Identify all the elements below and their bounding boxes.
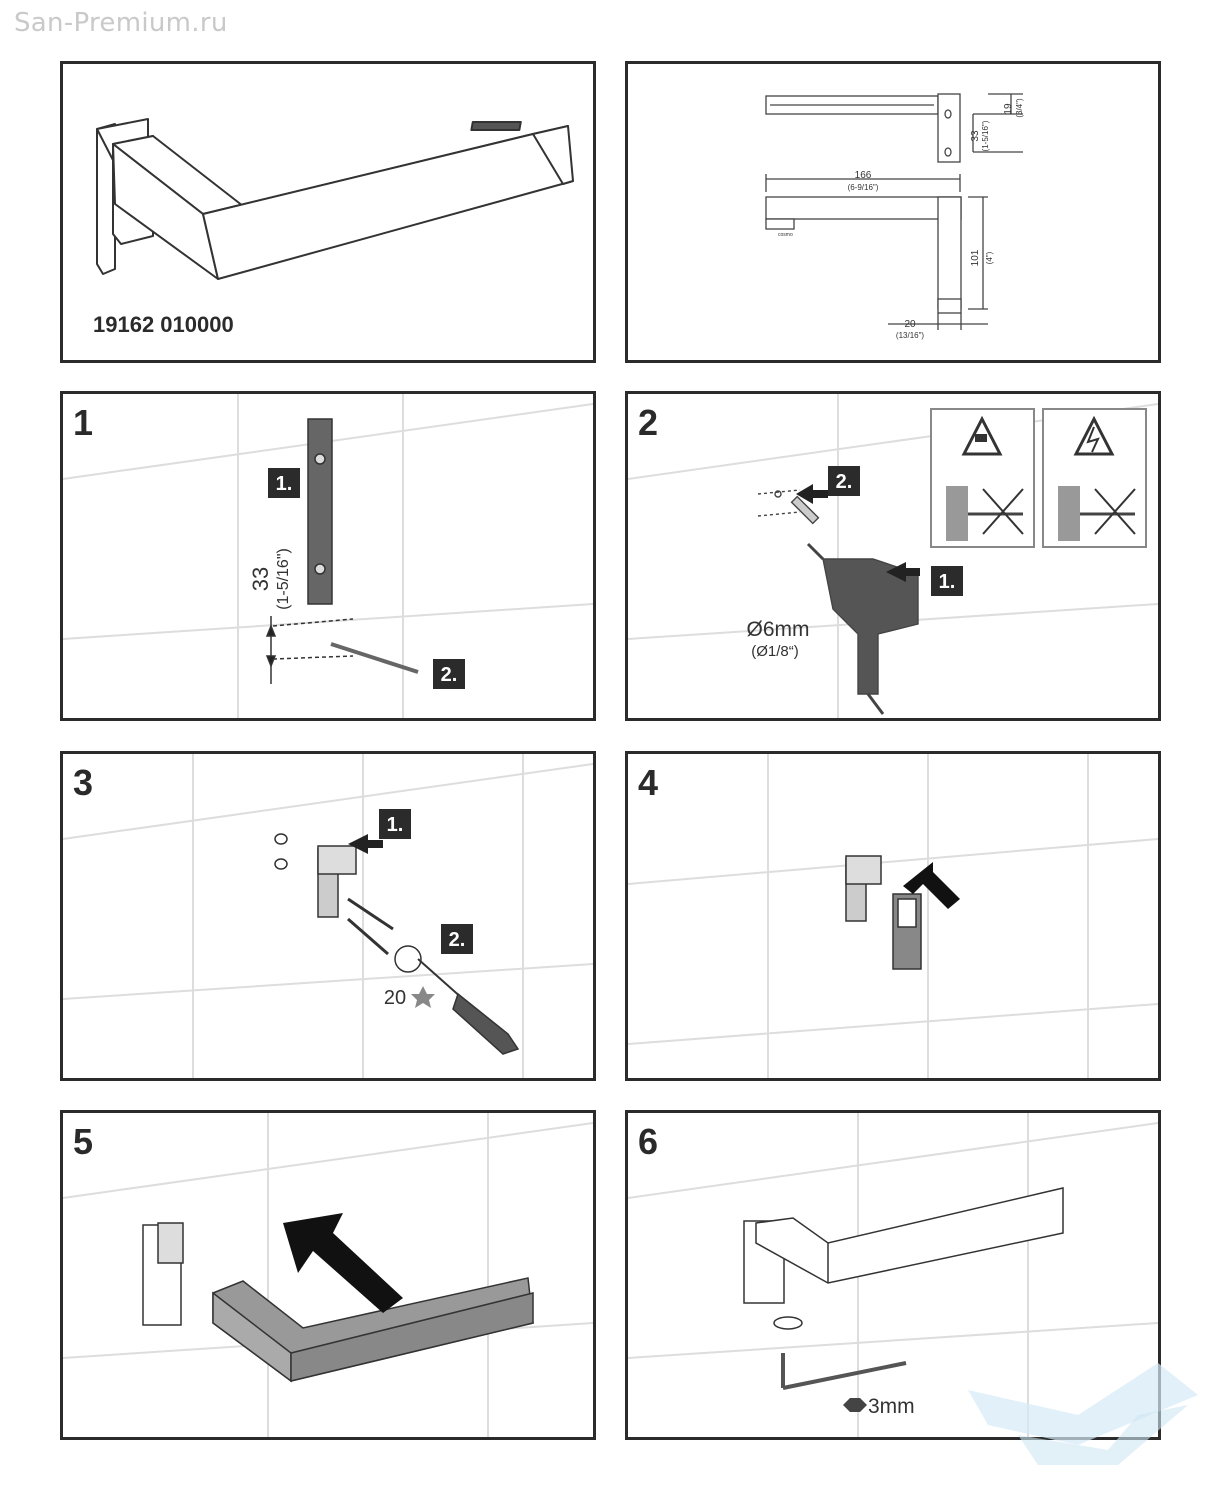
tile-grid: [628, 1113, 1158, 1437]
step-tag-1: [931, 566, 963, 596]
step-number: 4: [638, 762, 659, 803]
hex-size: 3mm: [868, 1395, 915, 1418]
step-tag-2: [433, 659, 465, 689]
step-tag-2: [828, 466, 860, 496]
arrow-1: [886, 562, 920, 582]
step-number: 3: [73, 762, 94, 803]
drill-size: Ø6mm: [747, 618, 810, 641]
step-5-panel: 5: [60, 1110, 596, 1440]
product-number: 19162 010000: [93, 312, 234, 337]
push-arrow: [903, 862, 960, 909]
dim-19: 19: [1003, 103, 1014, 115]
step-tag-1-label: 1.: [939, 571, 956, 593]
step-tag-1: [379, 809, 411, 839]
step-5-illustration: [63, 1113, 593, 1437]
step-6-illustration: 3mm: [628, 1113, 1158, 1437]
dim-101: 101: [970, 249, 981, 266]
dim-101-in: (4"): [985, 251, 994, 264]
site-watermark: San-Premium.ru: [14, 8, 228, 38]
step-4-illustration: [628, 754, 1158, 1078]
step-tag-2-label: 2.: [836, 471, 853, 493]
step-tag-1: [268, 468, 300, 498]
arrow-2: [796, 484, 828, 504]
step-number: 1: [73, 402, 94, 443]
step-4-panel: 4: [625, 751, 1161, 1081]
drill: [822, 558, 919, 695]
product-illustration: [96, 118, 574, 280]
dim-166: 166: [855, 170, 872, 181]
torx-size: 20: [384, 987, 406, 1009]
step-number: 5: [73, 1121, 94, 1162]
dim-33-label: 33: [248, 567, 273, 591]
step-2-illustration: 2. 1. Ø6mm (Ø1/8“): [628, 394, 1158, 718]
torx-icon: [411, 986, 435, 1008]
step-3-illustration: 1. 2. 20: [63, 754, 593, 1078]
dim-20-in: (13/16"): [896, 331, 925, 340]
water-pipe-warning-icon: [930, 408, 1035, 548]
step-number: 6: [638, 1121, 659, 1162]
step-tag-2: [441, 924, 473, 954]
tile-grid: [628, 754, 1158, 1078]
dim-33-in: (1-5/16"): [981, 120, 990, 151]
brand-mark: cosmo: [778, 232, 793, 238]
step-1-panel: 1 1. 2. 33 (1-5/16"): [60, 391, 596, 721]
step-3-panel: 3 1. 2. 20: [60, 751, 596, 1081]
tile-grid: [63, 754, 593, 1078]
screwdriver: [452, 992, 520, 1055]
step-tag-1-label: 1.: [387, 814, 404, 836]
shop-logo-watermark: [968, 1363, 1198, 1465]
drill-size-in: (Ø1/8“): [751, 643, 799, 660]
hex-key: [782, 1361, 907, 1390]
step-1-illustration: 1. 2. 33 (1-5/16"): [63, 394, 593, 718]
step-number: 2: [638, 402, 659, 443]
hex-icon: [843, 1398, 867, 1412]
push-arrow: [283, 1213, 403, 1313]
product-overview-panel: 19162 010000: [60, 61, 596, 363]
dimensions-panel: 166 (6-9/16") 19 (3/4") 33 (1-5/16") 101…: [625, 61, 1161, 363]
electric-warning-icon: [1042, 408, 1147, 548]
dim-33: 33: [970, 130, 981, 142]
step-2-panel: 2 2. 1. Ø6mm (Ø1/8“): [625, 391, 1161, 721]
spirit-level: [307, 418, 333, 605]
dim-33-in-label: (1-5/16"): [275, 548, 292, 610]
dim-20: 20: [904, 319, 916, 330]
dim-166-in: (6-9/16"): [848, 183, 879, 192]
step-tag-1-label: 1.: [276, 473, 293, 495]
step-6-panel: 6 3mm: [625, 1110, 1161, 1440]
step-tag-2-label: 2.: [441, 664, 458, 686]
step-tag-2-label: 2.: [449, 929, 466, 951]
dim-19-in: (3/4"): [1015, 98, 1024, 118]
dimension-drawing: 166 (6-9/16") 19 (3/4") 33 (1-5/16") 101…: [765, 93, 1024, 340]
